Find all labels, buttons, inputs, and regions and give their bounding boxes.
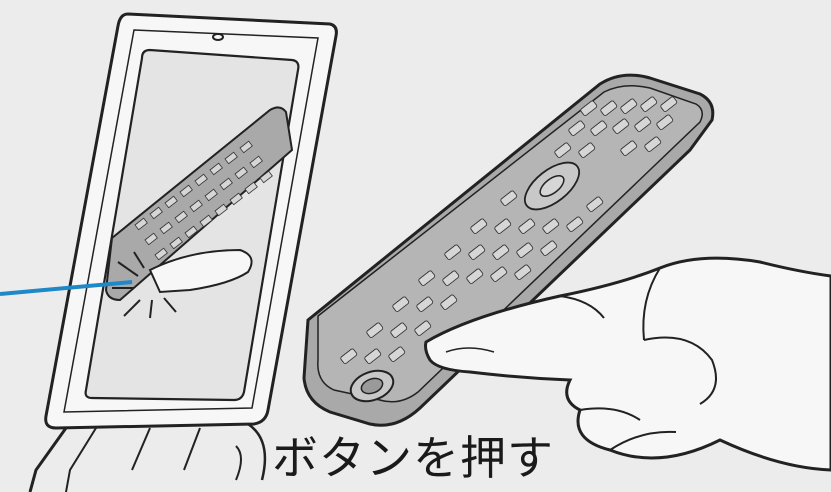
screen-remote-image: [104, 106, 294, 319]
instruction-caption: ボタンを押す: [272, 431, 554, 485]
remote-control-icon: [302, 73, 715, 427]
signal-beam-icon: [0, 280, 133, 296]
burst-icon: [112, 251, 177, 319]
hand-icon: [424, 256, 831, 472]
flip-phone-icon: [28, 12, 338, 492]
